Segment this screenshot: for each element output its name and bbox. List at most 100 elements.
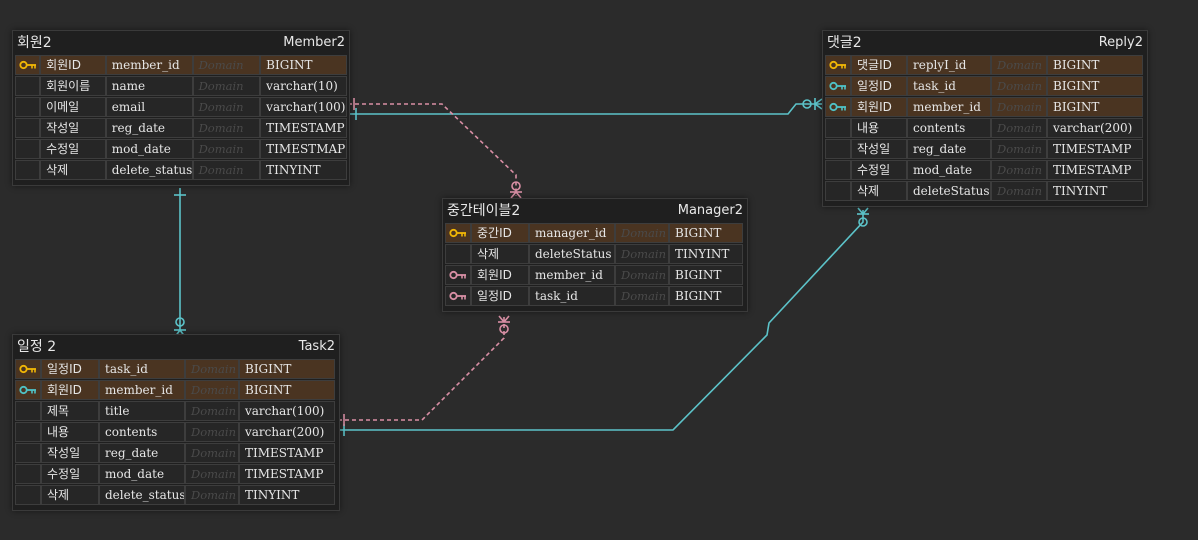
column-data-type: TINYINT xyxy=(1047,181,1143,201)
entity-header[interactable]: 회원2 Member2 xyxy=(13,31,349,53)
column-physical-name: mod_date xyxy=(99,464,185,484)
column-domain: Domain xyxy=(991,55,1047,75)
column-data-type: BIGINT xyxy=(1047,97,1143,117)
column-domain: Domain xyxy=(192,118,261,138)
foreign-key-icon xyxy=(15,380,41,400)
key-slot xyxy=(15,160,41,180)
column-domain: Domain xyxy=(615,223,669,243)
column-domain: Domain xyxy=(615,265,669,285)
column-domain: Domain xyxy=(185,401,239,421)
column-domain: Domain xyxy=(991,181,1047,201)
column-physical-name: mod_date xyxy=(105,139,193,159)
column-domain: Domain xyxy=(192,55,261,75)
column-data-type: TIMESTAMP xyxy=(239,464,335,484)
relationship-member-reply[interactable] xyxy=(348,98,823,120)
foreign-key-icon xyxy=(825,76,851,96)
column-domain: Domain xyxy=(991,139,1047,159)
key-slot xyxy=(825,118,851,138)
column-physical-name: email xyxy=(105,97,193,117)
column-physical-name: reg_date xyxy=(907,139,991,159)
key-slot xyxy=(15,443,41,463)
column-logical-name: 내용 xyxy=(851,118,907,138)
relationship-member-task[interactable] xyxy=(174,188,186,338)
key-slot xyxy=(825,139,851,159)
column-logical-name: 일정ID xyxy=(471,286,529,306)
column-data-type: varchar(200) xyxy=(1047,118,1143,138)
column-logical-name: 회원ID xyxy=(40,55,106,75)
column-physical-name: contents xyxy=(99,422,185,442)
column-domain: Domain xyxy=(192,160,261,180)
entity-physical-name: Manager2 xyxy=(677,202,743,218)
entity-header[interactable]: 중간테이블2 Manager2 xyxy=(443,199,747,221)
entity-logical-name: 회원2 xyxy=(17,35,52,51)
key-slot xyxy=(825,160,851,180)
relationship-task-manager[interactable] xyxy=(338,315,510,426)
entity-logical-name: 중간테이블2 xyxy=(447,203,521,219)
column-physical-name: deleteStatus xyxy=(529,244,615,264)
column-domain: Domain xyxy=(192,97,261,117)
column-logical-name: 회원ID xyxy=(471,265,529,285)
relationship-member-manager[interactable] xyxy=(348,98,522,199)
column-domain: Domain xyxy=(185,359,239,379)
column-logical-name: 수정일 xyxy=(41,464,99,484)
column-data-type: BIGINT xyxy=(260,55,347,75)
entity-header[interactable]: 일정 2 Task2 xyxy=(13,335,339,357)
column-logical-name: 삭제 xyxy=(851,181,907,201)
column-logical-name: 작성일 xyxy=(851,139,907,159)
key-slot xyxy=(15,401,41,421)
entity-physical-name: Member2 xyxy=(283,34,345,50)
column-data-type: TIMESTAMP xyxy=(260,118,347,138)
column-logical-name: 삭제 xyxy=(471,244,529,264)
column-domain: Domain xyxy=(991,76,1047,96)
column-data-type: TIMESTAMP xyxy=(1047,139,1143,159)
column-data-type: BIGINT xyxy=(669,265,743,285)
column-data-type: TINYINT xyxy=(260,160,347,180)
column-domain: Domain xyxy=(991,160,1047,180)
key-slot xyxy=(15,464,41,484)
column-physical-name: deleteStatus xyxy=(907,181,991,201)
column-domain: Domain xyxy=(185,464,239,484)
key-slot xyxy=(15,97,41,117)
column-domain: Domain xyxy=(615,244,669,264)
column-physical-name: delete_status xyxy=(99,485,185,505)
column-data-type: varchar(100) xyxy=(260,97,347,117)
column-data-type: varchar(10) xyxy=(260,76,347,96)
column-data-type: BIGINT xyxy=(1047,76,1143,96)
foreign-key-icon xyxy=(445,265,471,285)
column-logical-name: 회원ID xyxy=(41,380,99,400)
key-slot xyxy=(15,485,41,505)
column-domain: Domain xyxy=(192,76,261,96)
foreign-key-icon xyxy=(825,97,851,117)
entity-header[interactable]: 댓글2 Reply2 xyxy=(823,31,1147,53)
